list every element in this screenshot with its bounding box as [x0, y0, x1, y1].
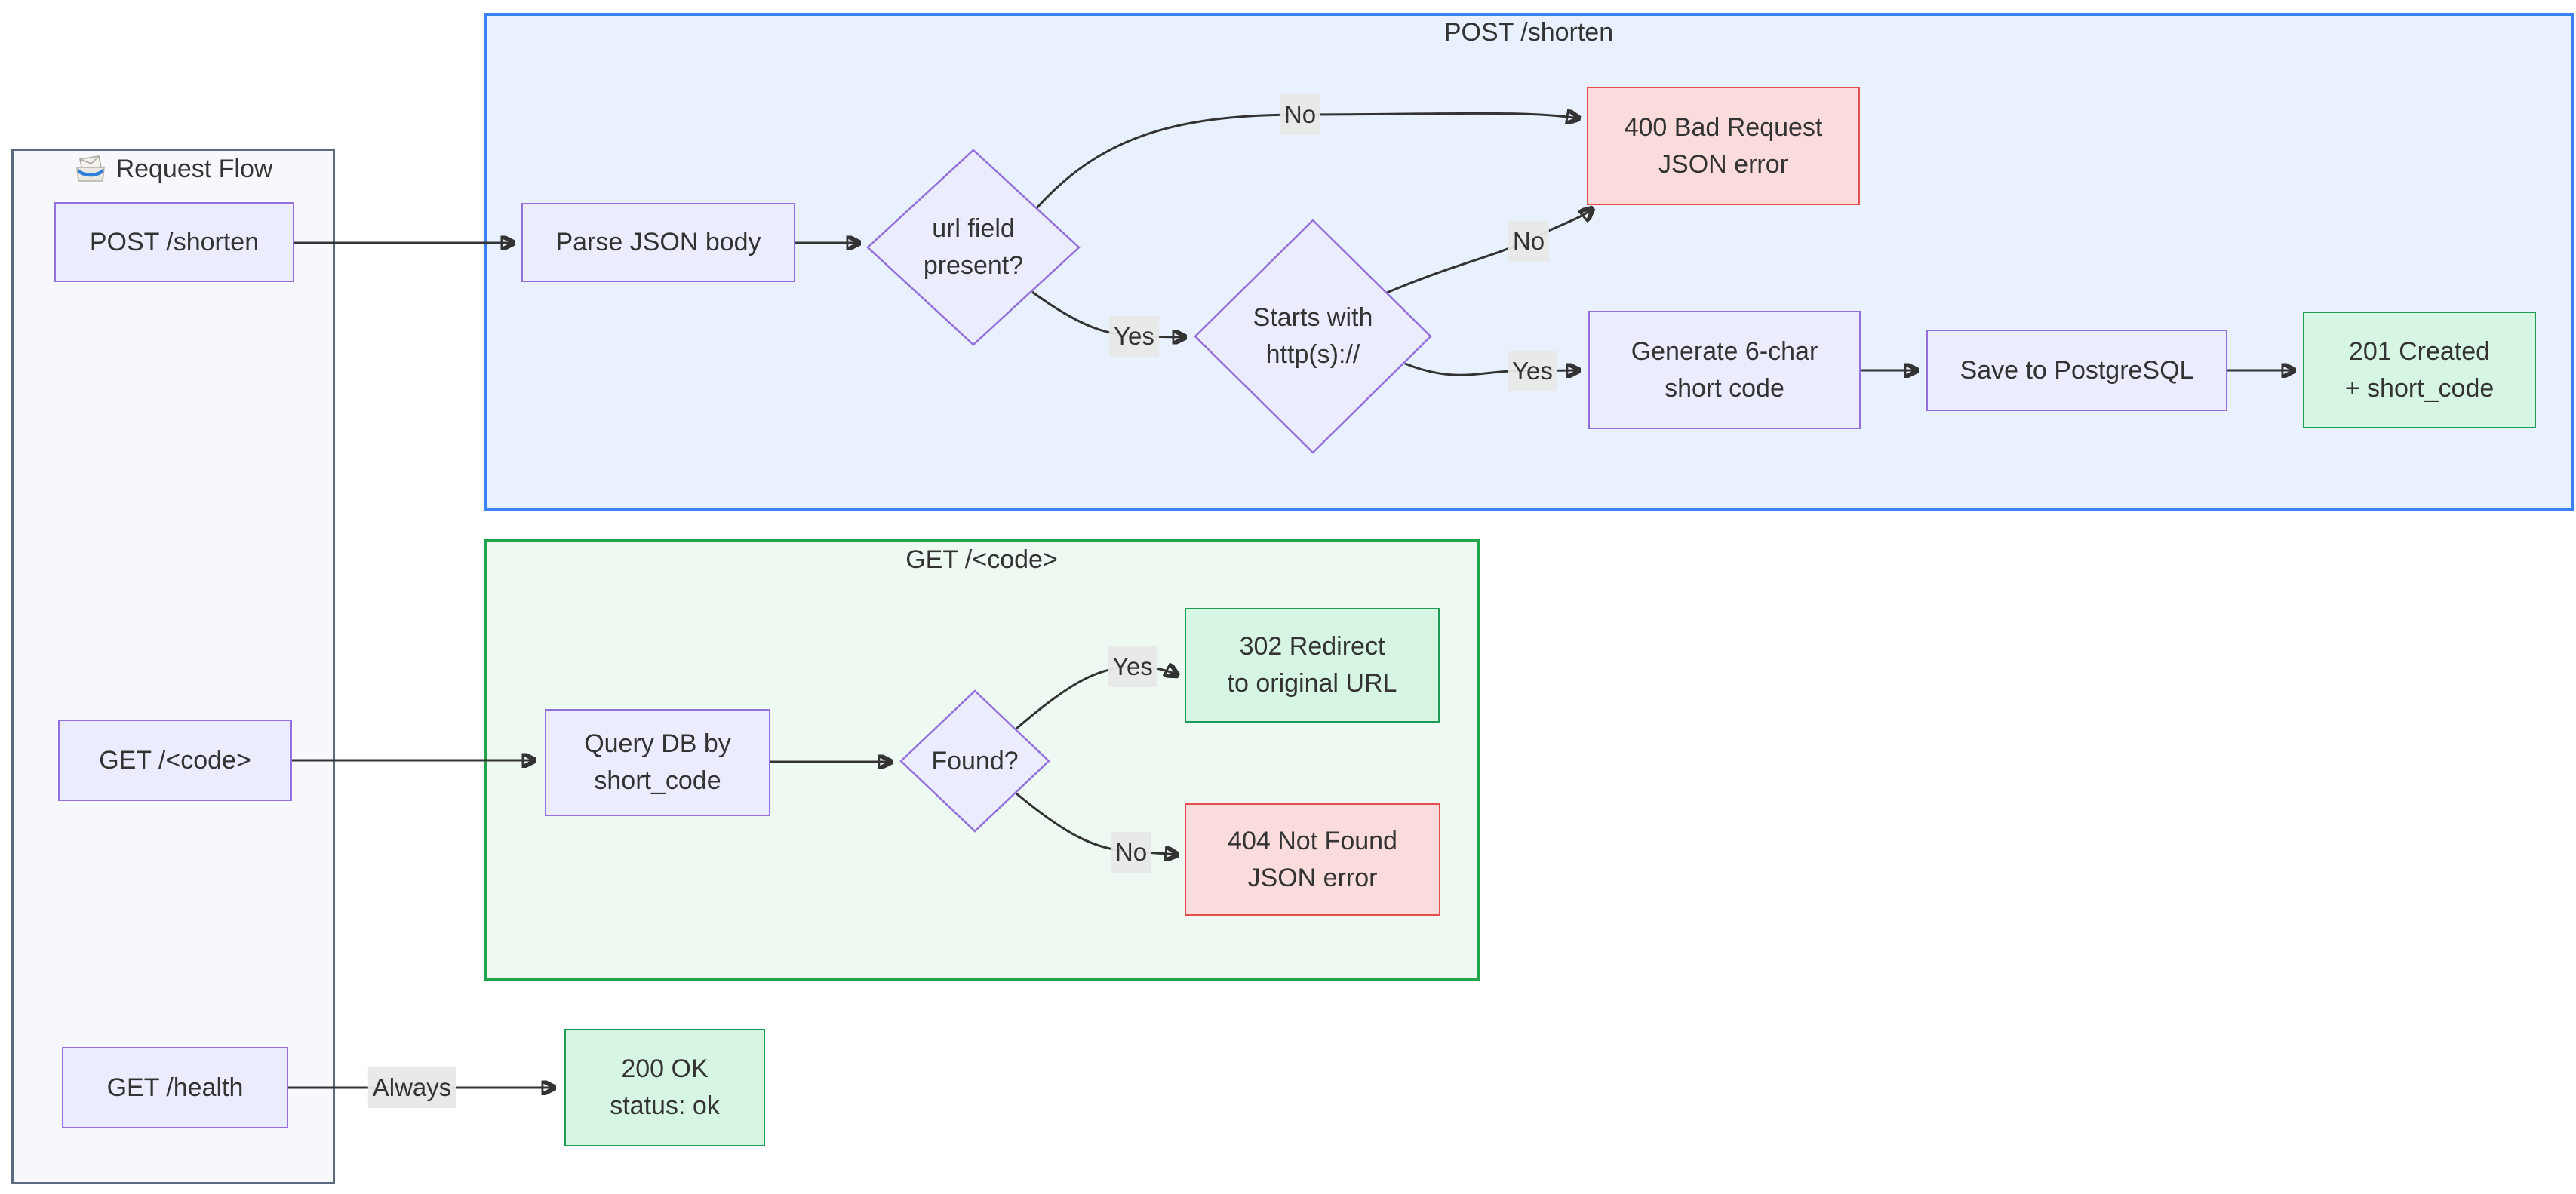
decision-label-line: Found? — [931, 746, 1019, 775]
node-label-line: 400 Bad Request — [1624, 112, 1823, 142]
node-label-line: JSON error — [1247, 863, 1378, 892]
subgraph-post-shorten — [484, 13, 2574, 511]
node-400-bad-request: 400 Bad Request JSON error — [1587, 87, 1860, 205]
decision-label: url field present? — [866, 149, 1081, 346]
diamond-shape — [866, 149, 1081, 346]
node-200-ok: 200 OK status: ok — [564, 1029, 765, 1146]
edge-label-yes: Yes — [1108, 646, 1157, 687]
node-201-created: 201 Created + short_code — [2303, 312, 2536, 428]
node-save-to-postgresql: Save to PostgreSQL — [1926, 330, 2227, 411]
node-generate-short-code: Generate 6-char short code — [1588, 311, 1861, 429]
node-label-line: JSON error — [1658, 149, 1788, 179]
node-label: Save to PostgreSQL — [1960, 355, 2194, 385]
node-query-db: Query DB by short_code — [545, 709, 770, 816]
decision-label-line: present? — [923, 251, 1024, 280]
diamond-shape — [899, 689, 1050, 833]
node-label: GET /health — [106, 1073, 244, 1102]
edge-label-always: Always — [367, 1067, 456, 1108]
decision-label-line: Starts with — [1253, 303, 1373, 332]
edge-startswith-yes-to-generate — [1404, 362, 1578, 375]
node-label-line: 302 Redirect — [1239, 632, 1385, 661]
edge-label-yes: Yes — [1109, 316, 1159, 357]
node-label-line: 404 Not Found — [1228, 826, 1397, 855]
node-get-code-endpoint: GET /<code> — [58, 720, 292, 801]
node-404-not-found: 404 Not Found JSON error — [1185, 803, 1440, 916]
edge-label-no: No — [1110, 832, 1152, 873]
subgraph-get-code-title: GET /<code> — [905, 545, 1058, 574]
decision-label-line: url field — [932, 214, 1015, 243]
edge-label-yes: Yes — [1508, 351, 1557, 391]
decision-label: Starts with http(s):// — [1194, 219, 1432, 454]
node-label-line: 200 OK — [621, 1054, 709, 1083]
request-flow-title: Request Flow — [11, 152, 335, 186]
decision-url-field-present: url field present? — [866, 149, 1081, 346]
node-label-line: status: ok — [610, 1091, 720, 1120]
node-label-line: Query DB by — [584, 729, 731, 758]
incoming-envelope-icon — [75, 155, 105, 182]
diamond-shape — [1194, 219, 1432, 454]
node-label-line: short code — [1665, 373, 1784, 403]
node-label: POST /shorten — [89, 227, 260, 256]
node-post-shorten-endpoint: POST /shorten — [54, 202, 294, 282]
decision-starts-with-http: Starts with http(s):// — [1194, 219, 1432, 454]
node-label-line: + short_code — [2344, 373, 2495, 403]
request-flow-lane — [11, 149, 335, 1184]
decision-label-line: http(s):// — [1265, 340, 1360, 369]
node-label: Parse JSON body — [555, 228, 761, 256]
node-302-redirect: 302 Redirect to original URL — [1185, 608, 1440, 723]
request-flow-title-label: Request Flow — [115, 154, 273, 183]
decision-found: Found? — [899, 689, 1050, 833]
edge-label-no: No — [1508, 221, 1550, 262]
node-label-line: 201 Created — [2348, 336, 2491, 366]
node-get-health-endpoint: GET /health — [62, 1047, 288, 1128]
subgraph-post-shorten-title: POST /shorten — [1443, 18, 1614, 47]
edge-label-no: No — [1279, 94, 1321, 135]
node-label-line: Generate 6-char — [1631, 336, 1818, 366]
decision-label: Found? — [899, 689, 1050, 833]
node-label: GET /<code> — [99, 745, 251, 775]
node-label-line: short_code — [594, 766, 721, 795]
node-parse-json-body: Parse JSON body — [521, 203, 795, 282]
node-label-line: to original URL — [1227, 669, 1397, 698]
